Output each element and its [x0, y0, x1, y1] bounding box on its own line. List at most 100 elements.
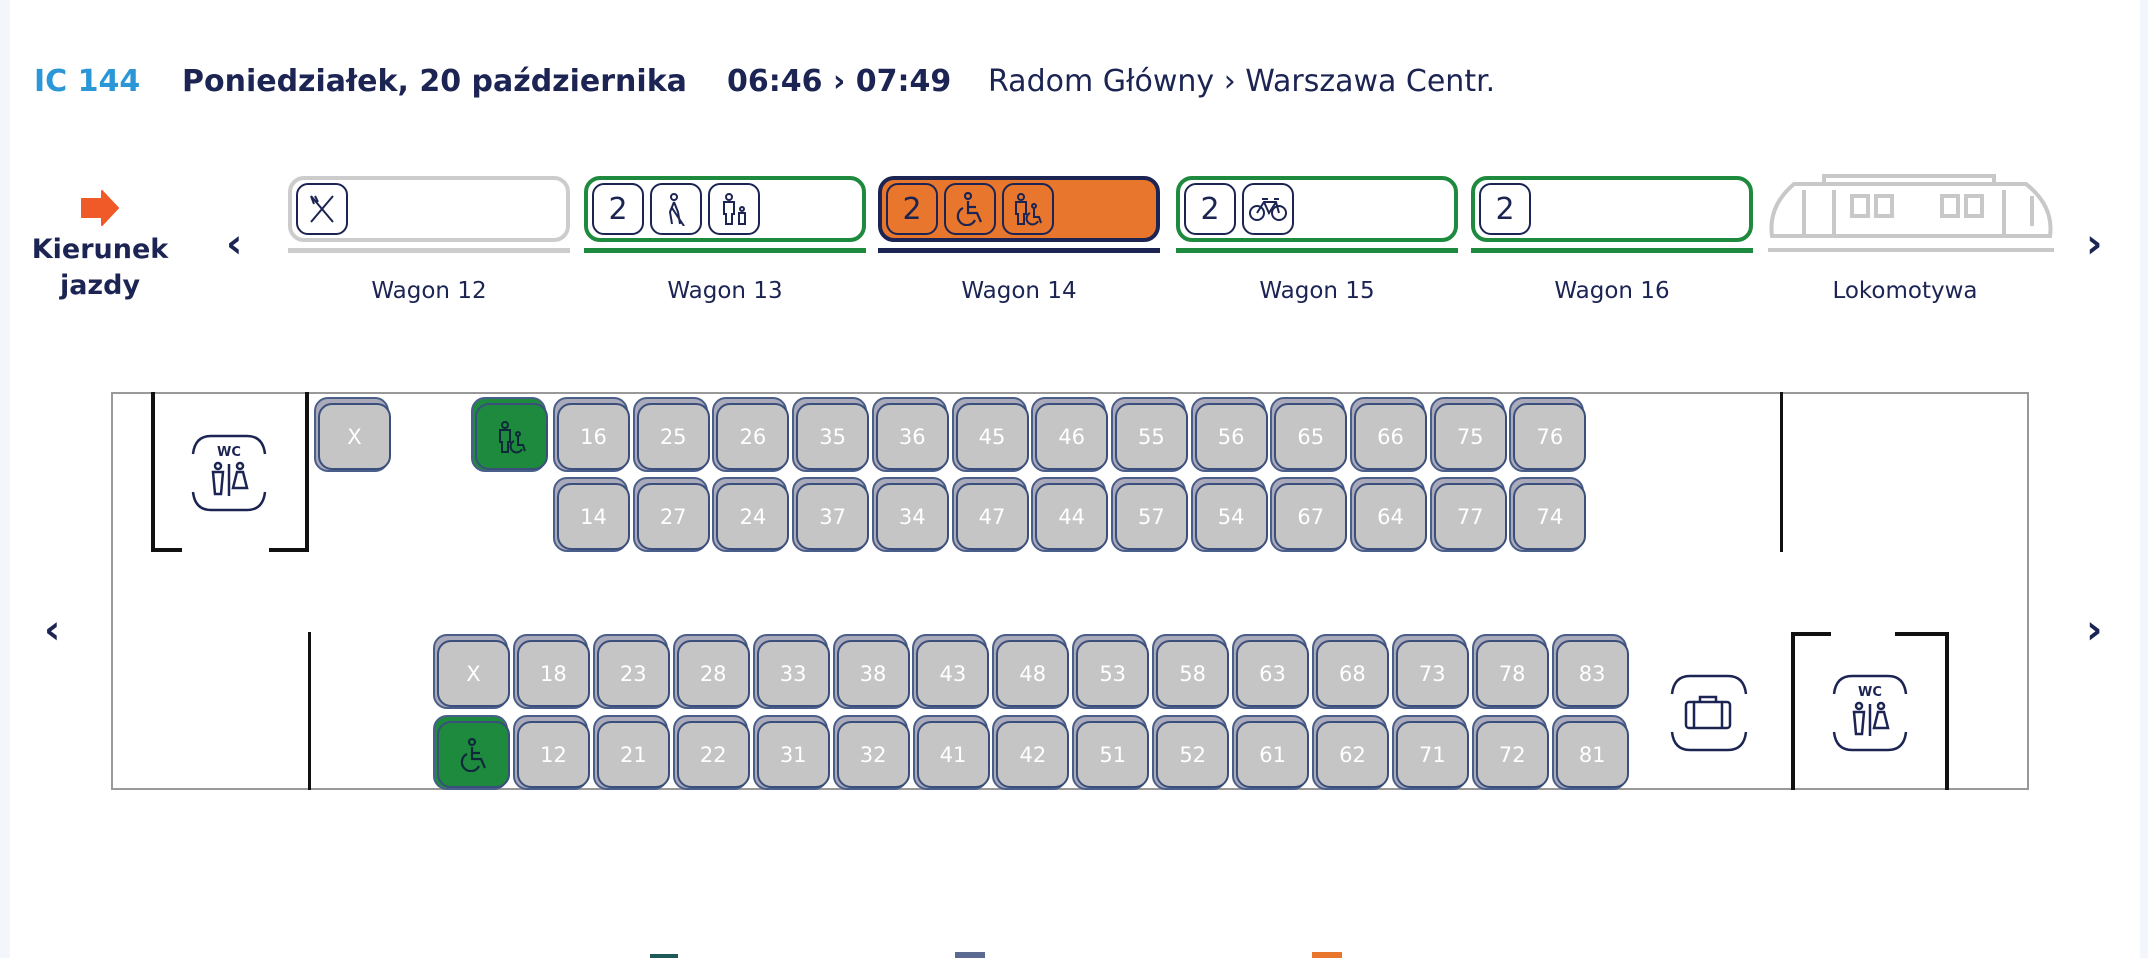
seat-74[interactable]: 74 [1509, 477, 1588, 552]
accessible-seat[interactable] [471, 397, 550, 472]
seat-number: 12 [517, 721, 590, 788]
page-edge [0, 0, 10, 958]
seat-48[interactable]: 48 [992, 634, 1071, 709]
blocked-seat[interactable]: X [314, 397, 393, 472]
seat-22[interactable]: 22 [672, 715, 752, 790]
wagon-12-button[interactable] [288, 176, 570, 253]
seat-77[interactable]: 77 [1429, 477, 1509, 552]
seat-number: 78 [1475, 640, 1549, 707]
seat-42[interactable]: 42 [992, 715, 1071, 790]
wagons-next-button[interactable]: › [2086, 221, 2103, 267]
wagon-16-button[interactable]: 2 [1471, 176, 1753, 253]
accessible-seat[interactable] [433, 715, 512, 790]
wc-icon: WC [191, 434, 267, 516]
seat-12[interactable]: 12 [513, 715, 592, 790]
seat-45[interactable]: 45 [951, 397, 1031, 472]
seat-65[interactable]: 65 [1270, 397, 1349, 472]
seat-43[interactable]: 43 [912, 634, 991, 709]
seat-36[interactable]: 36 [871, 397, 951, 472]
seat-16[interactable]: 16 [553, 397, 632, 472]
seat-62[interactable]: 62 [1312, 715, 1391, 790]
wagon-label: Wagon 16 [1554, 278, 1670, 304]
seat-number: 54 [1194, 483, 1268, 550]
seat-28[interactable]: 28 [672, 634, 752, 709]
seat-72[interactable]: 72 [1471, 715, 1551, 790]
seat-71[interactable]: 71 [1391, 715, 1471, 790]
blocked-seat[interactable]: X [433, 634, 512, 709]
seat-number: 48 [996, 640, 1070, 707]
class-2-badge: 2 [1184, 183, 1236, 235]
seat-66[interactable]: 66 [1350, 397, 1429, 472]
seat-67[interactable]: 67 [1270, 477, 1349, 552]
seatmap-prev-button[interactable]: ‹ [44, 607, 61, 653]
seat-63[interactable]: 63 [1232, 634, 1311, 709]
seat-number: 64 [1354, 483, 1427, 550]
seat-83[interactable]: 83 [1551, 634, 1631, 709]
seat-number: 32 [836, 721, 910, 788]
wagon-15-button[interactable]: 2 [1176, 176, 1458, 253]
seat-number: 24 [716, 483, 790, 550]
wagon-seat-map [111, 392, 2029, 790]
locomotive-icon[interactable] [1764, 166, 2057, 252]
seat-18[interactable]: 18 [512, 634, 592, 709]
companion-wheelchair-icon [475, 403, 548, 470]
seat-81[interactable]: 81 [1551, 715, 1631, 790]
seatmap-next-button[interactable]: › [2086, 607, 2103, 653]
wall [1895, 632, 1949, 636]
class-2-badge: 2 [592, 183, 644, 235]
seat-54[interactable]: 54 [1190, 477, 1270, 552]
seat-25[interactable]: 25 [632, 397, 712, 472]
restaurant-icon [296, 183, 348, 235]
seat-47[interactable]: 47 [951, 477, 1031, 552]
seat-number: 37 [796, 483, 870, 550]
seat-44[interactable]: 44 [1031, 477, 1110, 552]
seat-38[interactable]: 38 [832, 634, 912, 709]
companion-wheelchair-icon [1002, 183, 1054, 235]
seat-24[interactable]: 24 [712, 477, 791, 552]
seat-21[interactable]: 21 [592, 715, 672, 790]
seat-68[interactable]: 68 [1311, 634, 1391, 709]
wagon-underline [288, 248, 570, 253]
seat-37[interactable]: 37 [792, 477, 871, 552]
wagon-13-button[interactable]: 2 [584, 176, 866, 253]
class-2-badge: 2 [1479, 183, 1531, 235]
seat-41[interactable]: 41 [912, 715, 992, 790]
seat-number: 61 [1236, 721, 1310, 788]
seat-58[interactable]: 58 [1152, 634, 1231, 709]
seat-52[interactable]: 52 [1152, 715, 1231, 790]
seat-number: 33 [756, 640, 830, 707]
wheelchair-icon [944, 183, 996, 235]
seat-46[interactable]: 46 [1031, 397, 1110, 472]
seat-33[interactable]: 33 [752, 634, 832, 709]
seat-73[interactable]: 73 [1391, 634, 1471, 709]
seat-55[interactable]: 55 [1110, 397, 1190, 472]
seat-number: 18 [516, 640, 590, 707]
seat-27[interactable]: 27 [632, 477, 712, 552]
wagon-14-button[interactable]: 2 [878, 176, 1160, 253]
seat-64[interactable]: 64 [1350, 477, 1429, 552]
seat-32[interactable]: 32 [832, 715, 912, 790]
seat-number: 34 [875, 483, 949, 550]
seat-number: 26 [716, 403, 790, 470]
seat-number: 23 [596, 640, 670, 707]
seat-51[interactable]: 51 [1072, 715, 1151, 790]
seat-75[interactable]: 75 [1429, 397, 1509, 472]
seat-14[interactable]: 14 [553, 477, 632, 552]
seat-78[interactable]: 78 [1471, 634, 1551, 709]
seat-31[interactable]: 31 [752, 715, 832, 790]
seat-26[interactable]: 26 [712, 397, 791, 472]
seat-23[interactable]: 23 [592, 634, 672, 709]
direction-label: Kierunek jazdy [31, 234, 169, 301]
seat-35[interactable]: 35 [792, 397, 871, 472]
seat-53[interactable]: 53 [1072, 634, 1151, 709]
seat-76[interactable]: 76 [1509, 397, 1588, 472]
seat-61[interactable]: 61 [1232, 715, 1311, 790]
seat-34[interactable]: 34 [871, 477, 951, 552]
wagons-prev-button[interactable]: ‹ [226, 221, 243, 267]
seat-number: 62 [1316, 721, 1389, 788]
wagon-underline [1471, 248, 1753, 253]
wc-icon: WC [1832, 674, 1908, 756]
seat-57[interactable]: 57 [1110, 477, 1190, 552]
wagon-underline [584, 248, 866, 253]
seat-56[interactable]: 56 [1190, 397, 1270, 472]
